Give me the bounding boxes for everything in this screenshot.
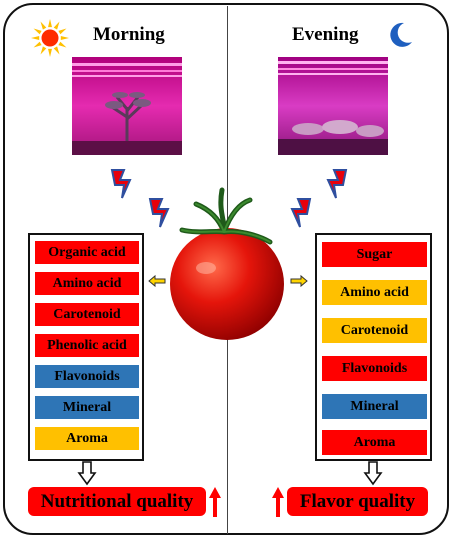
evening-growth-chamber-photo [278, 57, 388, 155]
morning-item-flavonoids: Flavonoids [34, 364, 140, 389]
down-arrow-icon [77, 461, 97, 486]
evening-item-flavonoids: Flavonoids [321, 355, 428, 382]
crescent-moon-icon [390, 22, 412, 47]
right-arrow-icon [290, 274, 308, 288]
lightning-bolt-icon [326, 169, 348, 199]
evening-item-sugar: Sugar [321, 241, 428, 268]
lightning-bolt-icon [110, 169, 132, 199]
outer-frame [3, 3, 449, 535]
morning-growth-chamber-photo [72, 57, 182, 155]
morning-item-mineral: Mineral [34, 395, 140, 420]
evening-item-aroma: Aroma [321, 429, 428, 456]
morning-item-organic-acid: Organic acid [34, 240, 140, 265]
evening-title: Evening [292, 24, 359, 45]
morning-title: Morning [93, 24, 165, 45]
morning-item-aroma: Aroma [34, 426, 140, 451]
morning-item-phenolic-acid: Phenolic acid [34, 333, 140, 358]
morning-item-amino-acid: Amino acid [34, 271, 140, 296]
evening-item-carotenoid: Carotenoid [321, 317, 428, 344]
evening-item-amino-acid: Amino acid [321, 279, 428, 306]
evening-item-mineral: Mineral [321, 393, 428, 420]
nutritional-quality-label: Nutritional quality [28, 487, 206, 516]
lightning-bolt-icon [148, 198, 170, 228]
sun-icon [31, 19, 69, 57]
up-arrow-icon [272, 487, 284, 517]
flavor-quality-label: Flavor quality [287, 487, 428, 516]
up-arrow-icon [209, 487, 221, 517]
left-arrow-icon [148, 274, 166, 288]
lightning-bolt-icon [290, 198, 312, 228]
tomato-icon [170, 187, 284, 340]
down-arrow-icon [363, 461, 383, 486]
morning-item-carotenoid: Carotenoid [34, 302, 140, 327]
